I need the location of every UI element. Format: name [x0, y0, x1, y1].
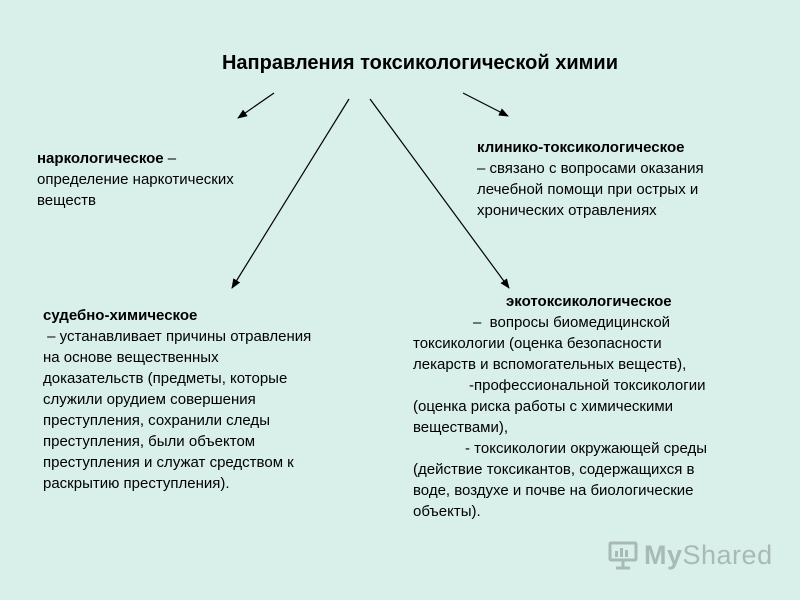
logo-text-my: My — [644, 539, 683, 570]
arrow-to-clinic — [462, 92, 509, 117]
clinic-heading: клинико-токсикологическое — [477, 139, 685, 156]
eco-line: (оценка риска работы с химическими — [413, 398, 674, 415]
eco-block: экотоксикологическое – вопросы биомедици… — [413, 291, 773, 522]
arrow-to-eco — [369, 98, 510, 289]
forensic-line: раскрытию преступления). — [43, 475, 230, 492]
forensic-line: – устанавливает причины отравления — [43, 328, 312, 345]
forensic-block: судебно-химическое – устанавливает причи… — [43, 305, 373, 494]
eco-line: объекты). — [413, 503, 481, 520]
arrow-to-forensic — [231, 98, 350, 289]
clinic-line: – связано с вопросами оказания — [477, 160, 704, 177]
forensic-heading: судебно-химическое — [43, 307, 198, 324]
eco-line: - токсикологии окружающей среды — [465, 440, 708, 457]
arrow-to-narco — [237, 92, 275, 119]
narco-dash: – — [163, 150, 177, 167]
forensic-line: на основе вещественных — [43, 349, 219, 366]
forensic-line: доказательств (предметы, которые — [43, 370, 288, 387]
narco-heading: наркологическое — [37, 150, 164, 167]
eco-line: (действие токсикантов, содержащихся в — [413, 461, 695, 478]
clinic-line: хронических отравлениях — [477, 202, 657, 219]
eco-line: лекарств и вспомогательных веществ), — [413, 356, 687, 373]
eco-line: веществами), — [413, 419, 509, 436]
forensic-line: преступления, сохранили следы — [43, 412, 270, 429]
logo-text-shared: Shared — [682, 539, 773, 570]
forensic-line: служили орудием совершения — [43, 391, 256, 408]
eco-line: – вопросы биомедицинской — [473, 314, 671, 331]
presentation-icon — [608, 541, 638, 570]
forensic-line: преступления, были объектом — [43, 433, 256, 450]
narco-line: определение наркотических — [37, 171, 234, 188]
narco-line: веществ — [37, 192, 96, 209]
eco-line: токсикологии (оценка безопасности — [413, 335, 662, 352]
eco-heading: экотоксикологическое — [506, 293, 672, 310]
eco-line: -профессиональной токсикологии — [469, 377, 706, 394]
clinic-block: клинико-токсикологическое – связано с во… — [477, 137, 777, 221]
eco-line: воде, воздухе и почве на биологические — [413, 482, 694, 499]
clinic-line: лечебной помощи при острых и — [477, 181, 699, 198]
diagram-title: Направления токсикологической химии — [221, 52, 619, 74]
forensic-line: преступления и служат средством к — [43, 454, 294, 471]
narco-block: наркологическое – определение наркотичес… — [37, 148, 297, 211]
